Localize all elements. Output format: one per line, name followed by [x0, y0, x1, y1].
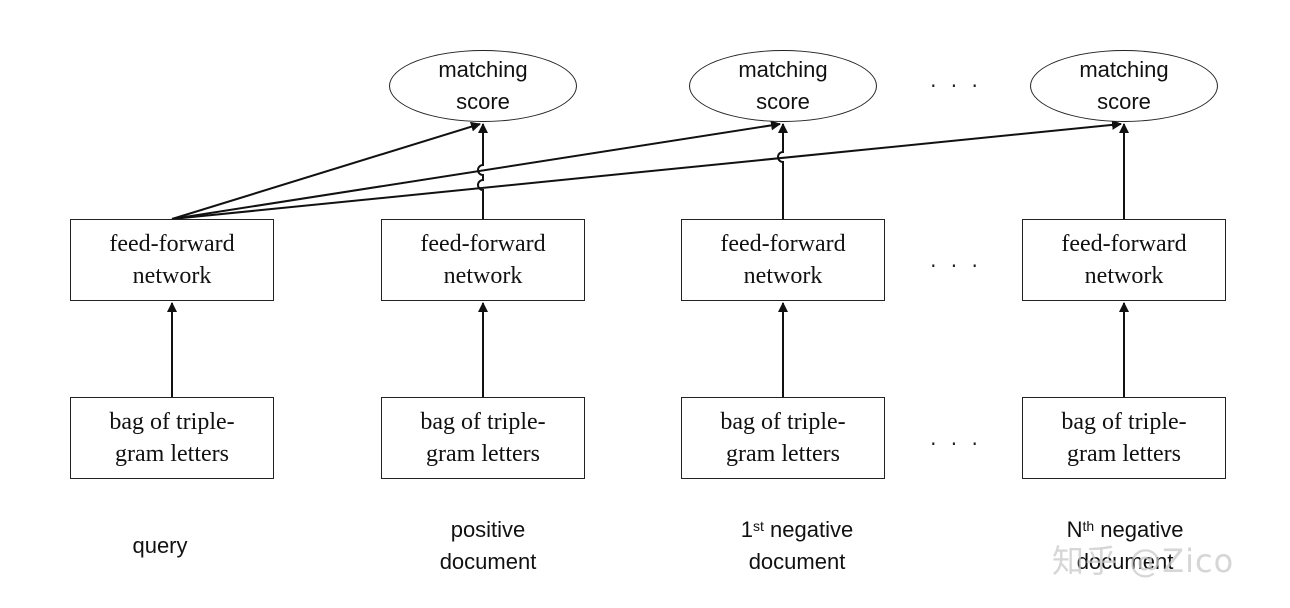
ellipsis-score-row: · · · — [930, 74, 982, 98]
score-line1: matching — [438, 57, 528, 82]
ffn-line2: network — [1084, 263, 1164, 289]
caption-superscript: st — [753, 518, 764, 534]
bag-line2: gram letters — [726, 441, 840, 467]
caption-line2: document — [748, 549, 846, 574]
score-line1: matching — [738, 57, 828, 82]
ffn-line2: network — [132, 263, 212, 289]
negative1-ffn-box: feed-forward network — [681, 219, 885, 301]
score-line2: score — [1097, 89, 1151, 114]
caption-positive-document: positive document — [388, 514, 588, 578]
caption-word: negative — [763, 517, 854, 542]
caption-query: query — [60, 530, 260, 562]
ffn-line1: feed-forward — [1061, 231, 1187, 257]
caption-superscript: th — [1082, 518, 1095, 534]
score-line1: matching — [1079, 57, 1169, 82]
negativeN-matching-score-node: matching score — [1030, 50, 1218, 122]
query-to-negative1-score-arrow — [171, 120, 781, 220]
caption-line1: positive — [450, 517, 526, 542]
query-ffn-box: feed-forward network — [70, 219, 274, 301]
positive-ffn-box: feed-forward network — [381, 219, 585, 301]
caption-prefix: N — [1066, 517, 1083, 542]
query-to-positive-score-arrow — [171, 121, 481, 220]
bag-line2: gram letters — [115, 441, 229, 467]
bag-line1: bag of triple- — [420, 409, 546, 435]
ellipsis-ffn-row: · · · — [930, 254, 982, 278]
caption-line2: document — [439, 549, 537, 574]
bag-line1: bag of triple- — [720, 409, 846, 435]
query-bag-box: bag of triple- gram letters — [70, 397, 274, 479]
caption-word: negative — [1094, 517, 1184, 542]
score-line2: score — [456, 89, 510, 114]
zhihu-watermark: 知乎 @Zico — [1052, 542, 1235, 580]
ffn-line2: network — [443, 263, 523, 289]
caption-line2: document — [1076, 549, 1174, 574]
ffn-line1: feed-forward — [720, 231, 846, 257]
positive-matching-score-node: matching score — [389, 50, 577, 122]
bag-line1: bag of triple- — [109, 409, 235, 435]
ellipsis-bag-row: · · · — [930, 432, 982, 456]
caption-prefix: 1 — [740, 517, 754, 542]
negative1-matching-score-node: matching score — [689, 50, 877, 122]
bag-line1: bag of triple- — [1061, 409, 1187, 435]
negative1-ffn-to-score-arrow — [777, 123, 788, 219]
positive-bag-box: bag of triple- gram letters — [381, 397, 585, 479]
negativeN-ffn-box: feed-forward network — [1022, 219, 1226, 301]
negativeN-bag-box: bag of triple- gram letters — [1022, 397, 1226, 479]
ffn-line1: feed-forward — [109, 231, 235, 257]
caption-query-text: query — [132, 533, 188, 558]
score-line2: score — [756, 89, 810, 114]
query-to-negativeN-score-arrow — [171, 119, 1122, 220]
negative1-bag-box: bag of triple- gram letters — [681, 397, 885, 479]
caption-1st-negative-document: 1st negative document — [697, 514, 897, 578]
ffn-line2: network — [743, 263, 823, 289]
caption-nth-negative-document: Nth negative document — [1025, 514, 1225, 578]
ffn-line1: feed-forward — [420, 231, 546, 257]
bag-line2: gram letters — [426, 441, 540, 467]
bag-line2: gram letters — [1067, 441, 1181, 467]
